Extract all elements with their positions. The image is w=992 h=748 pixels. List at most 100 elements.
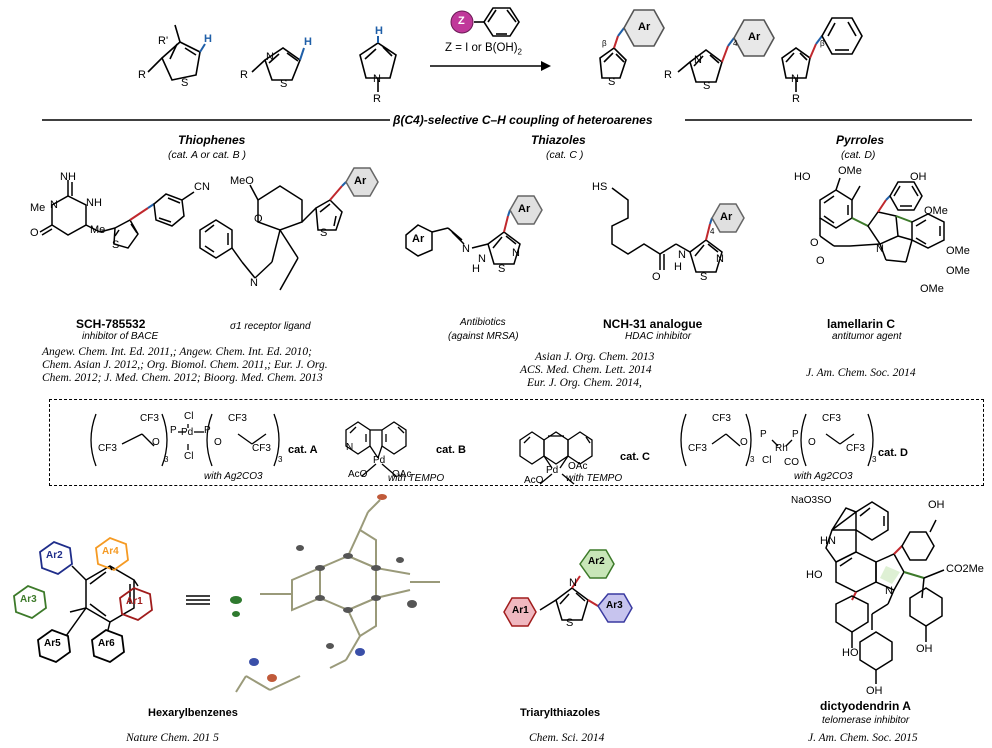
ar5-label: Ar5 (44, 638, 61, 649)
cat-a-3-2: 3 (278, 455, 283, 464)
cat-c-label: cat. C (620, 451, 650, 463)
lam-ome-4: OMe (946, 265, 970, 277)
sigma-ligand-structure (199, 167, 379, 291)
thio-ref-2: Chem. Asian J. 2012,; Org. Biomol. Chem.… (42, 359, 328, 371)
dicty-oh-2: OH (916, 643, 933, 655)
h-label: H (204, 33, 212, 45)
nch-h: H (674, 261, 682, 273)
pyrroles-cat: (cat. D) (841, 149, 876, 161)
lam-o: O (810, 237, 819, 249)
dicty-hn: HN (820, 535, 836, 547)
antibiotic-desc1: Antibiotics (460, 317, 506, 328)
thz-ar1: Ar1 (512, 605, 529, 616)
beta-label-2: β (820, 39, 825, 48)
cat-d-o-2: O (808, 437, 816, 448)
sch-name: SCH-785532 (76, 317, 146, 331)
cat-a-p-2: P (204, 425, 211, 436)
cat-d-cf3-4: CF3 (846, 443, 865, 454)
dicty-n: N (885, 585, 893, 597)
n-label-4: N (791, 73, 799, 85)
n-label-2: N (373, 73, 381, 85)
cat-a-o-2: O (214, 437, 222, 448)
s-label-3: S (608, 76, 616, 88)
dicty-naso3o: NaO3SO (791, 495, 832, 506)
beta-label: β (602, 39, 607, 48)
cat-a-label: cat. A (288, 444, 318, 456)
scheme-title: β(C4)-selective C–H coupling of heteroar… (393, 113, 653, 127)
cat-c-oac: OAc (568, 461, 588, 472)
reaction-condition: Z = I or B(OH)2 (445, 42, 522, 56)
dicty-ref: J. Am. Chem. Soc. 2015 (808, 732, 918, 744)
cat-d-cl: Cl (762, 455, 772, 466)
z-label: Z (458, 15, 465, 27)
dicty-ho-2: HO (842, 647, 859, 659)
sigma-o: O (254, 213, 263, 225)
nch-four: 4 (710, 227, 715, 236)
sigma-n: N (250, 277, 258, 289)
ar-label-2: Ar (748, 31, 761, 43)
sigma-desc: σ1 receptor ligand (230, 321, 311, 332)
thz-n: N (569, 577, 577, 589)
s-label-2: S (280, 78, 288, 90)
pyrrole-substrate (359, 36, 397, 92)
thz-ar2: Ar2 (588, 556, 605, 567)
cat-d-co: CO (784, 457, 799, 468)
tri-ref: Chem. Sci. 2014 (529, 732, 605, 744)
thz-ref-3: Eur. J. Org. Chem. 2014, (527, 377, 642, 389)
lam-ome-5: OMe (920, 283, 944, 295)
sch-n: N (50, 199, 58, 211)
pyrroles-title: Pyrroles (836, 133, 885, 147)
cat-b-oac: OAc (392, 469, 412, 480)
h-label-3: H (375, 25, 383, 37)
ar1-label: Ar1 (126, 596, 143, 607)
hexa-ref: Nature Chem. 201 5 (126, 732, 219, 744)
four-label: 4 (733, 39, 738, 48)
r-label-4: R (664, 69, 672, 81)
thz-ar3: Ar3 (606, 600, 623, 611)
cat-a-3: 3 (164, 455, 169, 464)
cat-d-label: cat. D (878, 447, 908, 459)
cat-a-cl-2: Cl (184, 451, 194, 462)
lam-ome-3: OMe (946, 245, 970, 257)
nch-n: N (678, 249, 686, 261)
antibiotic-n: N (462, 243, 470, 255)
cat-a-cf3-2: CF3 (98, 443, 117, 454)
cat-a-cl: Cl (184, 411, 194, 422)
ar-label: Ar (638, 21, 651, 33)
n-label: N (266, 51, 274, 63)
thiazole-substrate (251, 47, 305, 81)
sch-me: Me (30, 202, 46, 214)
cat-b-label: cat. B (436, 444, 466, 456)
cat-d-cf3: CF3 (712, 413, 731, 424)
ar4-label: Ar4 (102, 546, 119, 557)
condition-text: Z = I or B(OH) (445, 42, 518, 54)
crystal-structure (235, 499, 440, 693)
sch-nh-2: NH (86, 197, 102, 209)
cat-d-rh: Rh (775, 443, 788, 454)
antibiotic-s: S (498, 263, 506, 275)
nch-ar: Ar (720, 211, 733, 223)
dicty-desc: telomerase inhibitor (822, 715, 910, 726)
bottom-structures (13, 494, 945, 693)
cat-d-p: P (760, 429, 767, 440)
h-label-2: H (304, 36, 312, 48)
thiazole-product (677, 19, 775, 83)
lam-ho: HO (794, 171, 811, 183)
thio-ref-1: Angew. Chem. Int. Ed. 2011,; Angew. Chem… (42, 346, 312, 358)
cat-a-p: P (170, 425, 177, 436)
thiophenes-cat: (cat. A or cat. B ) (168, 149, 246, 161)
thz-ref-2: ACS. Med. Chem. Lett. 2014 (520, 364, 652, 376)
thiophenes-title: Thiophenes (178, 133, 246, 147)
s-label-4: S (703, 80, 711, 92)
dicty-ho: HO (806, 569, 823, 581)
thz-ref-1: Asian J. Org. Chem. 2013 (535, 351, 655, 363)
cat-d-note: with Ag2CO3 (794, 471, 853, 482)
r-label-3: R (373, 93, 381, 105)
lam-desc: antitumor agent (832, 331, 902, 342)
nch-s: S (700, 271, 708, 283)
cat-b-aco: AcO (348, 469, 368, 480)
dicty-co2me: CO2Me (946, 563, 984, 575)
sch-nh: NH (60, 171, 76, 183)
sch-desc: inhibitor of BACE (82, 331, 159, 342)
nch-o: O (652, 271, 661, 283)
